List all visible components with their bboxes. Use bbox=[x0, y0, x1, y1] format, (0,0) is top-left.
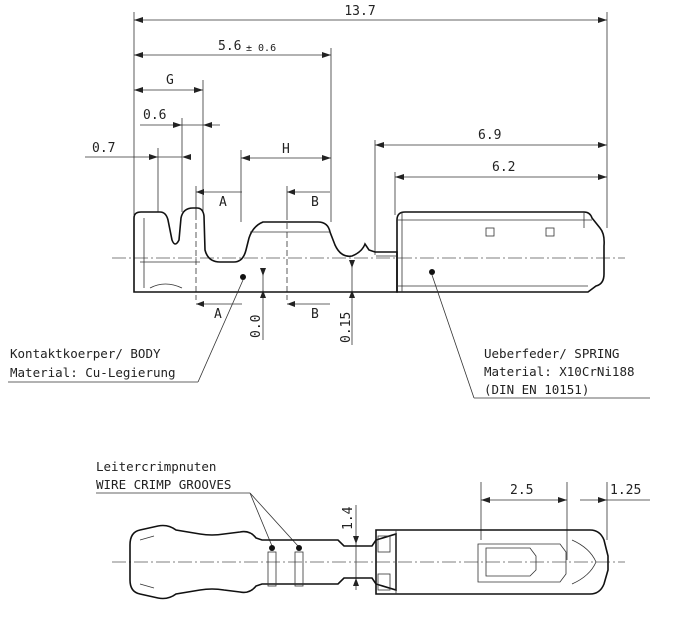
dim-overall-label: 13.7 bbox=[344, 4, 375, 19]
dimension-g: G bbox=[134, 73, 203, 93]
dimension-69: 6.9 bbox=[375, 128, 607, 148]
body-callout: Kontaktkoerper/ BODY Material: Cu-Legier… bbox=[8, 279, 244, 383]
dimension-06: 0.6 bbox=[140, 108, 220, 128]
dim-h-label: H bbox=[282, 142, 290, 157]
spring-top-view bbox=[375, 529, 609, 595]
spring-callout: Ueberfeder/ SPRING Material: X10CrNi188 … bbox=[431, 274, 650, 399]
dimension-h: H bbox=[241, 142, 331, 161]
dim-offset-b-label: 0.15 bbox=[339, 312, 354, 343]
dim-g-label: G bbox=[166, 73, 174, 88]
crimp-groove-2 bbox=[294, 551, 304, 587]
body-label-line2: Material: Cu-Legierung bbox=[10, 365, 176, 380]
dimension-offset-a: 0.0 bbox=[249, 268, 266, 340]
dim-14-label: 1.4 bbox=[341, 506, 356, 530]
dimension-overall: 13.7 bbox=[134, 4, 607, 23]
dim-62-label: 6.2 bbox=[492, 160, 515, 175]
extension-lines-top bbox=[133, 12, 608, 255]
dimension-14: 1.4 bbox=[341, 505, 359, 590]
crimp-groove-1 bbox=[267, 551, 277, 587]
dim-06-label: 0.6 bbox=[143, 108, 166, 123]
spring-reference-dot bbox=[429, 269, 435, 275]
dimension-125: 1.25 bbox=[580, 483, 650, 503]
dim-body-tolerance-label: ± 0.6 bbox=[246, 43, 276, 54]
spring-label-line3: (DIN EN 10151) bbox=[484, 382, 589, 397]
dimension-body-length: 5.6 ± 0.6 bbox=[134, 39, 331, 58]
dimension-25: 2.5 bbox=[481, 483, 567, 503]
dim-07-label: 0.7 bbox=[92, 141, 115, 156]
dim-offset-a-label: 0.0 bbox=[249, 315, 264, 338]
body-label-line1: Kontaktkoerper/ BODY bbox=[10, 346, 161, 361]
dimension-offset-b: 0.15 bbox=[339, 260, 355, 345]
dim-125-label: 1.25 bbox=[610, 483, 641, 498]
dim-body-length-label: 5.6 bbox=[218, 39, 241, 54]
crimp-callout: Leitercrimpnuten WIRE CRIMP GROOVES bbox=[96, 459, 299, 547]
section-b-bottom-label: B bbox=[311, 307, 319, 322]
contact-body-side-view bbox=[133, 207, 398, 293]
dimension-07: 0.7 bbox=[85, 141, 191, 160]
section-markers-bottom: A B bbox=[196, 301, 330, 322]
section-markers-top: A B bbox=[195, 186, 330, 214]
spring-label-line2: Material: X10CrNi188 bbox=[484, 364, 635, 379]
crimp-label-line2: WIRE CRIMP GROOVES bbox=[96, 477, 231, 492]
dim-69-label: 6.9 bbox=[478, 128, 501, 143]
spring-side-view bbox=[376, 211, 605, 293]
body-reference-dot bbox=[240, 274, 246, 280]
section-a-top-label: A bbox=[219, 195, 227, 210]
dimension-62: 6.2 bbox=[395, 160, 607, 180]
section-b-top-label: B bbox=[311, 195, 319, 210]
spring-label-line1: Ueberfeder/ SPRING bbox=[484, 346, 619, 361]
section-a-bottom-label: A bbox=[214, 307, 222, 322]
crimp-label-line1: Leitercrimpnuten bbox=[96, 459, 216, 474]
dim-25-label: 2.5 bbox=[510, 483, 533, 498]
